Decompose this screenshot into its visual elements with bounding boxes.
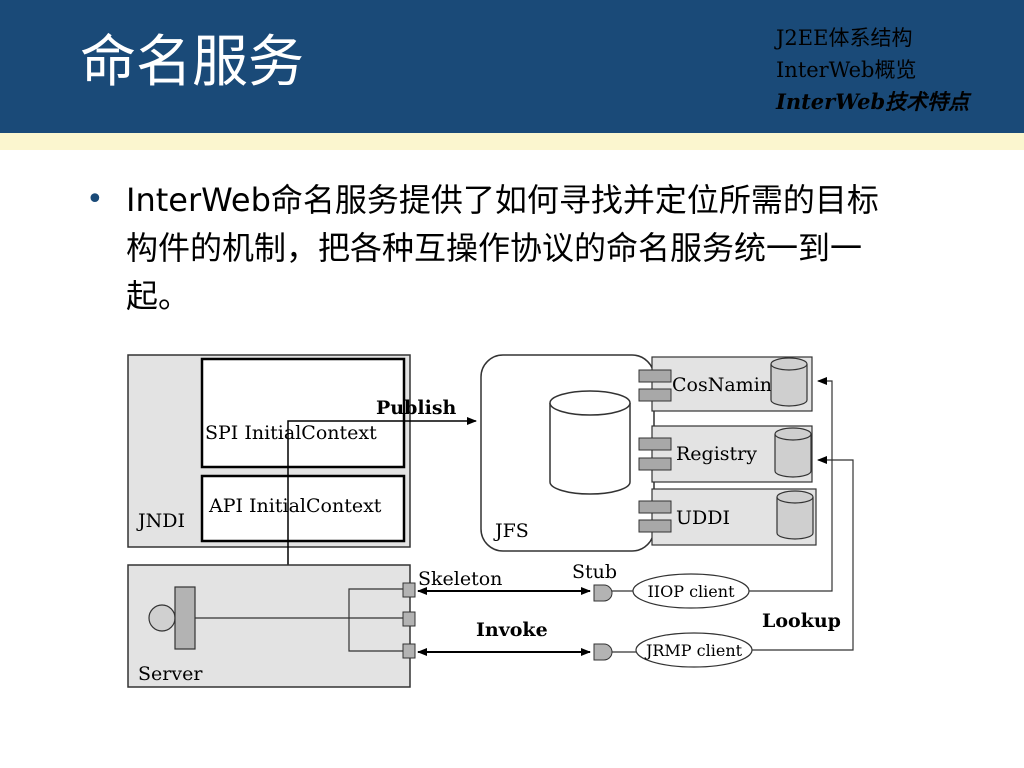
server-bar-icon (174, 586, 196, 650)
publish-arrow (287, 417, 477, 617)
server-circle-icon (148, 604, 176, 632)
iiop-client: IIOP client (632, 573, 750, 609)
cosnaming-label: CosNaming (672, 374, 784, 396)
stub-label: Stub (572, 561, 617, 583)
publish-label: Publish (376, 397, 457, 419)
registry-box: Registry (651, 425, 813, 483)
section-nav: J2EE体系结构 InterWeb概览 InterWeb技术特点 (776, 22, 969, 118)
iiop-client-label: IIOP client (647, 582, 735, 601)
uddi-cylinder-icon (776, 490, 814, 504)
spi-initialcontext-box: SPI InitialContext (200, 357, 406, 469)
slide-title: 命名服务 (80, 30, 304, 95)
skeleton-port-icon (402, 582, 416, 598)
registry-label: Registry (676, 443, 757, 465)
jrmp-port-icon (402, 643, 416, 659)
lookup-label: Lookup (762, 610, 841, 632)
api-label: API InitialContext (208, 495, 382, 517)
registry-cylinder-icon (774, 427, 812, 441)
jfs-database-icon (549, 390, 631, 495)
bullet-text: InterWeb命名服务提供了如何寻找并定位所需的目标构件的机制，把各种互操作协… (126, 181, 879, 315)
uddi-box: UDDI (651, 488, 817, 546)
server-box: Server (127, 564, 416, 688)
bullet-marker: • (86, 182, 104, 217)
uddi-label: UDDI (676, 507, 730, 529)
nav-item-j2ee[interactable]: J2EE体系结构 (776, 26, 913, 50)
iiop-lookup-arrow (749, 377, 833, 592)
api-initialcontext-box: API InitialContext (200, 474, 406, 543)
nav-item-features[interactable]: InterWeb技术特点 (776, 89, 970, 114)
jrmp-client-label: JRMP client (644, 641, 743, 660)
header-bar (0, 0, 1024, 133)
jrmp-stub-icon (593, 643, 613, 661)
nav-item-overview[interactable]: InterWeb概览 (776, 58, 917, 82)
jrmp-lookup-arrow (752, 456, 854, 651)
spi-label: SPI InitialContext (205, 422, 377, 444)
skeleton-label: Skeleton (418, 568, 502, 590)
jfs-label: JFS (493, 520, 529, 542)
server-port-icon (402, 611, 416, 627)
jrmp-client: JRMP client (635, 632, 753, 668)
invoke-label: Invoke (476, 619, 548, 641)
header-stripe (0, 133, 1024, 150)
iiop-stub-icon (593, 584, 613, 602)
jndi-label: JNDI (136, 510, 185, 532)
cosnaming-cylinder-icon (770, 357, 808, 371)
cosnaming-box: CosNaming (651, 356, 813, 412)
server-label: Server (138, 663, 203, 685)
jfs-connectors (638, 369, 672, 533)
